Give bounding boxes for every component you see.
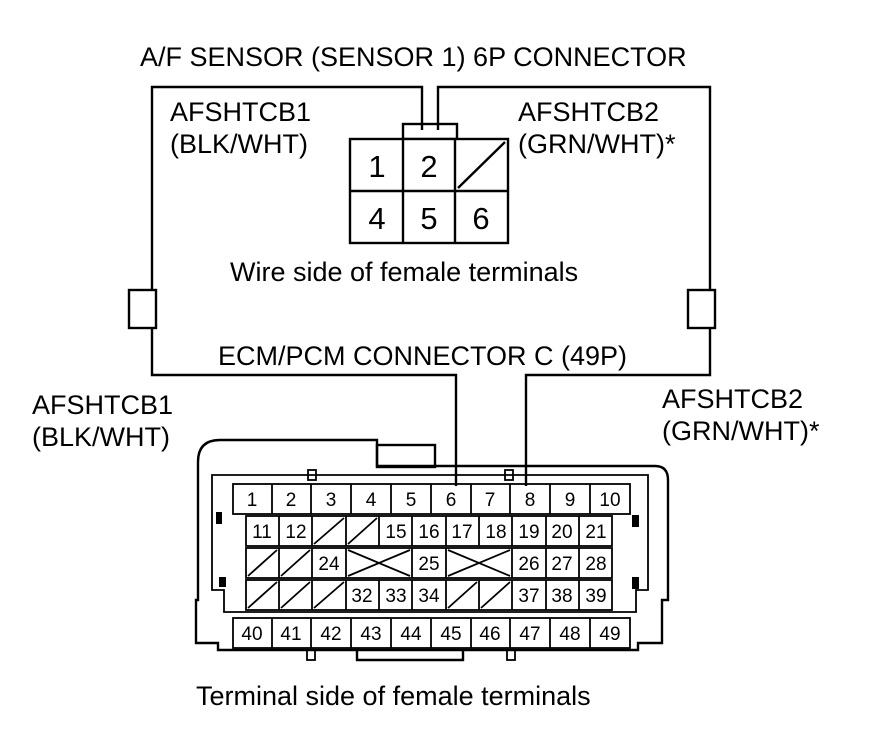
- pin-45: 45: [440, 624, 461, 645]
- pin-24: 24: [318, 554, 340, 575]
- top-latch: [375, 443, 437, 469]
- pin-21: 21: [585, 522, 606, 543]
- pin-19: 19: [518, 522, 539, 543]
- pin-3: 3: [326, 490, 337, 511]
- pin-41: 41: [280, 624, 301, 645]
- sensor-connector-caption: Wire side of female terminals: [230, 257, 578, 287]
- row-2: 11 12 15 16 17 18 19 20 21: [245, 515, 613, 547]
- wire-break-right: [686, 288, 717, 330]
- wire-label-afshtcb1-lower-name: AFSHTCB1: [32, 390, 173, 420]
- wire-label-afshtcb1-upper-name: AFSHTCB1: [170, 97, 311, 127]
- pin-15: 15: [385, 522, 406, 543]
- wire-label-afshtcb2-lower-color: (GRN/WHT)*: [662, 416, 820, 446]
- pin-42: 42: [320, 624, 341, 645]
- sensor-connector-6p: 1 2 4 5 6: [348, 122, 510, 245]
- pin-18: 18: [485, 522, 506, 543]
- connector-lock-tab: [401, 122, 459, 141]
- pin-28: 28: [585, 554, 606, 575]
- wire-label-afshtcb2-lower-name: AFSHTCB2: [662, 384, 803, 414]
- pin-4: 4: [366, 490, 377, 511]
- pin-33: 33: [385, 586, 406, 607]
- pin-26: 26: [518, 554, 539, 575]
- pin-47: 47: [519, 624, 540, 645]
- pin-39: 39: [585, 586, 606, 607]
- ecm-connector-49p: 1 2 3 4 5 6 7 8 9 10 11 12: [194, 438, 670, 662]
- pin-10: 10: [599, 490, 620, 511]
- pin-6: 6: [446, 490, 457, 511]
- pin-25: 25: [418, 554, 439, 575]
- pin-5: 5: [406, 490, 417, 511]
- row-4: 32 33 34 37 38 39: [245, 579, 613, 611]
- pin-43: 43: [360, 624, 381, 645]
- pin-44: 44: [400, 624, 422, 645]
- pin-49: 49: [599, 624, 620, 645]
- empty-cavity-slash: [457, 141, 506, 189]
- row-5: 40 41 42 43 44 45 46 47 48 49: [232, 617, 631, 649]
- pin-37: 37: [518, 586, 539, 607]
- ecm-connector-caption: Terminal side of female terminals: [196, 681, 591, 711]
- pin-40: 40: [241, 624, 262, 645]
- terminal-5: 5: [420, 201, 437, 236]
- sensor-connector-title: A/F SENSOR (SENSOR 1) 6P CONNECTOR: [140, 42, 687, 72]
- terminal-1: 1: [368, 149, 385, 184]
- pin-11: 11: [252, 522, 272, 543]
- wire-label-afshtcb2-upper-color: (GRN/WHT)*: [518, 129, 676, 159]
- pin-46: 46: [479, 624, 500, 645]
- pin-48: 48: [559, 624, 580, 645]
- pin-34: 34: [418, 586, 440, 607]
- wire-afshtcb1: [127, 85, 458, 486]
- wire-break-left: [127, 288, 158, 330]
- terminal-2: 2: [420, 149, 437, 184]
- row-1: 1 2 3 4 5 6 7 8 9 10: [232, 483, 631, 515]
- wire-label-afshtcb1-lower-color: (BLK/WHT): [32, 422, 170, 452]
- pin-7: 7: [485, 490, 496, 511]
- pin-1: 1: [247, 490, 258, 511]
- pin-2: 2: [286, 490, 297, 511]
- pin-8: 8: [525, 490, 536, 511]
- wire-afshtcb2: [436, 85, 717, 486]
- row-3: 24 25 26 27 28: [245, 547, 613, 579]
- wire-label-afshtcb1-upper-color: (BLK/WHT): [170, 129, 308, 159]
- pin-12: 12: [285, 522, 306, 543]
- connector-housing: [194, 438, 670, 652]
- ecm-connector-title: ECM/PCM CONNECTOR C (49P): [218, 341, 627, 371]
- pin-27: 27: [551, 554, 572, 575]
- pin-17: 17: [451, 522, 472, 543]
- pin-9: 9: [565, 490, 576, 511]
- bottom-key: [355, 650, 465, 662]
- terminal-4: 4: [368, 201, 385, 236]
- wire-label-afshtcb2-upper-name: AFSHTCB2: [518, 97, 659, 127]
- pin-38: 38: [551, 586, 572, 607]
- pin-16: 16: [418, 522, 439, 543]
- pin-32: 32: [351, 586, 372, 607]
- terminal-6: 6: [472, 201, 489, 236]
- pin-20: 20: [551, 522, 572, 543]
